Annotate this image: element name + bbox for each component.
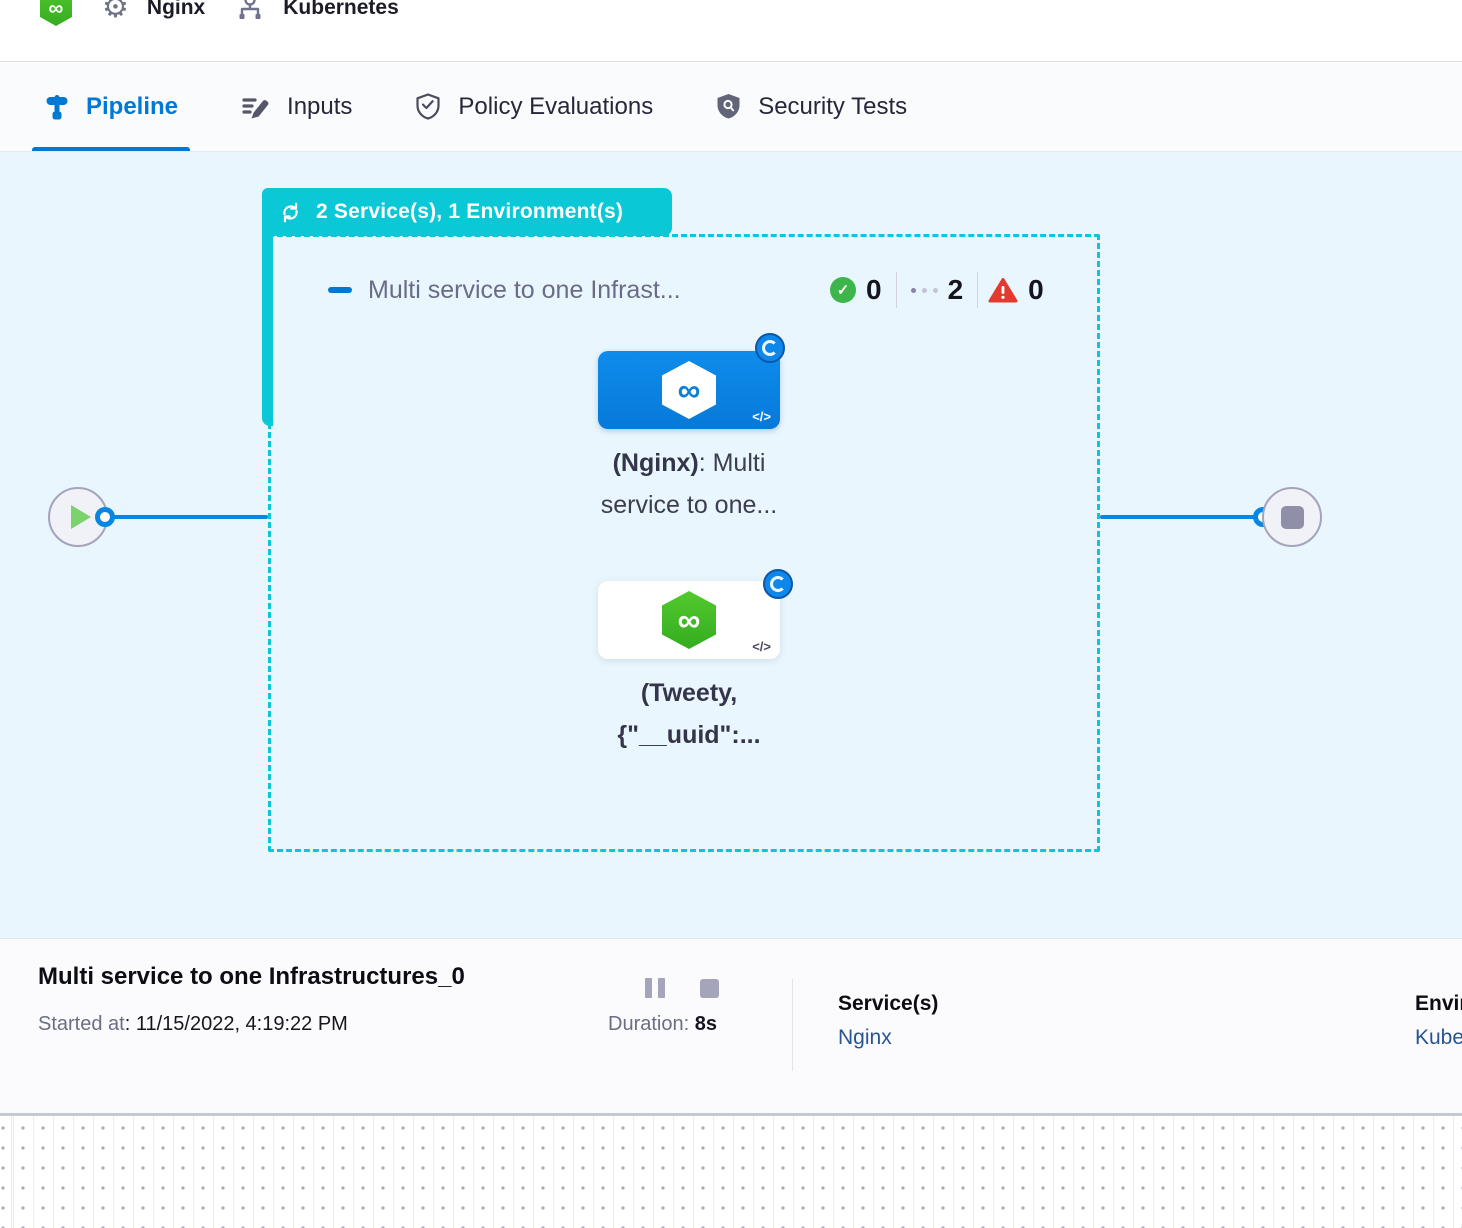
spinner-icon — [762, 340, 778, 356]
pipeline-canvas[interactable]: 2 Service(s), 1 Environment(s) Multi ser… — [0, 152, 1462, 938]
step-node-tweety[interactable]: ∞ </> — [598, 581, 780, 659]
stage-services-badge[interactable]: 2 Service(s), 1 Environment(s) — [262, 188, 672, 236]
execution-tabbar: Pipeline Inputs Policy Evaluations Secur… — [0, 62, 1462, 152]
tab-security-tests[interactable]: Security Tests — [709, 62, 913, 151]
harness-logo-icon: ∞ — [40, 0, 72, 26]
services-label: Service(s) — [838, 992, 939, 1015]
service-name-label[interactable]: Nginx — [146, 0, 206, 19]
stage-step-counters: ✓ 0 2 0 — [830, 272, 1058, 308]
breadcrumb-header: ∞ ⚙ Nginx Kubernetes — [0, 0, 1462, 62]
spinner-icon — [770, 576, 786, 592]
gear-icon: ⚙ — [102, 0, 129, 24]
execution-title: Multi service to one Infrastructures_0 — [38, 963, 465, 990]
abort-button[interactable] — [700, 979, 719, 998]
step-status-spinner[interactable] — [763, 569, 793, 599]
failed-count: 0 — [1028, 274, 1044, 305]
harness-step-icon: ∞ — [662, 591, 716, 649]
success-check-icon: ✓ — [830, 277, 856, 303]
footer-divider — [792, 979, 793, 1071]
stop-icon — [1280, 505, 1304, 529]
stage-header: Multi service to one Infrast... ✓ 0 2 0 — [328, 272, 1058, 308]
code-icon: </> — [752, 639, 771, 654]
step-node-tweety-label: (Tweety, {"__uuid":... — [617, 679, 761, 749]
tab-inputs-label: Inputs — [287, 92, 353, 120]
cycle-icon — [283, 202, 298, 222]
breadcrumb-item-environment[interactable]: Kubernetes — [235, 0, 399, 23]
play-icon — [71, 505, 91, 529]
failed-warning-icon — [988, 277, 1018, 302]
breadcrumb: ∞ ⚙ Nginx Kubernetes — [40, 0, 399, 30]
environment-name-label[interactable]: Kubernetes — [283, 0, 399, 19]
execution-details-bar: Multi service to one Infrastructures_0 S… — [0, 938, 1462, 1113]
pending-dots-icon — [910, 287, 938, 293]
stage-badge-label: 2 Service(s), 1 Environment(s) — [316, 200, 624, 223]
breadcrumb-item-service[interactable]: ⚙ Nginx — [102, 0, 205, 23]
edge-start-to-stage — [108, 515, 268, 519]
environments-link[interactable]: Kubernetes — [1415, 1026, 1462, 1049]
stage-selected-bar — [262, 188, 273, 426]
tab-inputs[interactable]: Inputs — [234, 62, 358, 151]
pipeline-end-node — [1262, 487, 1322, 547]
stage-title: Multi service to one Infrast... — [368, 275, 681, 304]
cluster-icon — [239, 0, 261, 19]
pending-count: 2 — [947, 274, 964, 305]
tab-policy-evaluations[interactable]: Policy Evaluations — [408, 62, 659, 151]
pause-button[interactable] — [645, 978, 667, 998]
duration-text: Duration: 8s — [608, 1013, 717, 1035]
environments-column: Environment(s) Kubernetes — [1415, 992, 1462, 1050]
step-node-nginx-label: (Nginx): Multi service to one... — [600, 449, 778, 519]
step-status-spinner[interactable] — [755, 333, 785, 363]
collapse-stage-icon[interactable] — [328, 287, 352, 293]
inputs-icon — [242, 97, 269, 118]
log-canvas-grid[interactable] — [0, 1113, 1462, 1228]
pipeline-icon — [46, 95, 68, 120]
security-shield-icon — [717, 93, 740, 118]
tab-pipeline[interactable]: Pipeline — [32, 62, 191, 151]
services-column: Service(s) Nginx — [838, 992, 1078, 1050]
shield-check-icon — [416, 92, 441, 120]
stage-boundary[interactable] — [268, 234, 1100, 852]
code-icon: </> — [752, 409, 771, 424]
step-node-nginx[interactable]: ∞ </> — [598, 351, 780, 429]
active-tab-underline — [32, 147, 191, 151]
tab-pipeline-label: Pipeline — [86, 92, 179, 120]
start-connector-ring — [95, 507, 115, 527]
edge-stage-to-end — [1100, 515, 1258, 519]
environments-label: Environment(s) — [1415, 992, 1462, 1015]
success-count: 0 — [866, 274, 882, 305]
services-link[interactable]: Nginx — [838, 1026, 892, 1049]
tab-policy-evaluations-label: Policy Evaluations — [458, 92, 654, 120]
tab-security-tests-label: Security Tests — [758, 92, 908, 120]
started-at-text: Started at: 11/15/2022, 4:19:22 PM — [38, 1013, 348, 1035]
